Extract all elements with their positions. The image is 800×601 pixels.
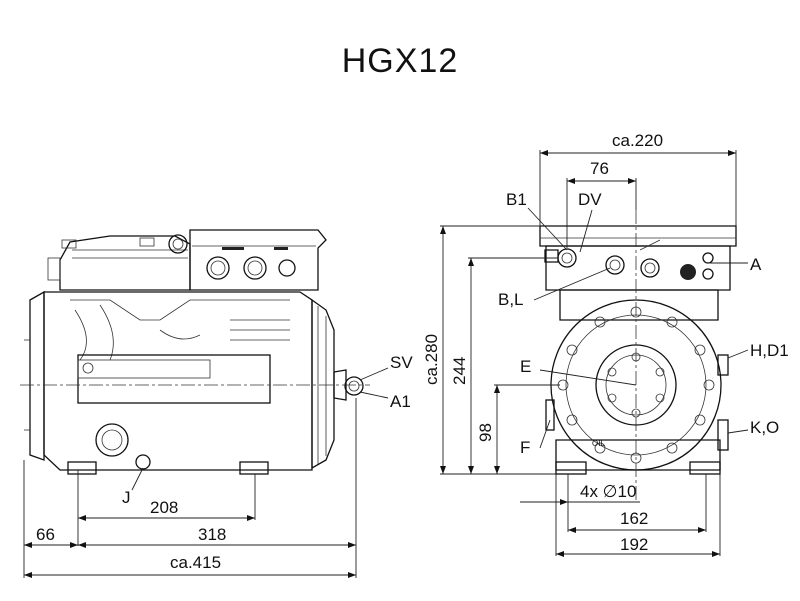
front-dimensions: [440, 150, 749, 557]
label-h-d1: H,D1: [750, 341, 789, 360]
side-view: [20, 229, 370, 475]
label-f: F: [520, 438, 530, 457]
dim-244: 244: [450, 357, 469, 385]
oil-label: OIL: [592, 439, 605, 448]
dim-220: ca.220: [612, 131, 663, 150]
dim-76: 76: [590, 159, 609, 178]
label-sv: SV: [390, 353, 413, 372]
dim-318: 318: [198, 525, 226, 544]
dim-66: 66: [36, 525, 55, 544]
dim-192: 192: [620, 535, 648, 554]
label-e: E: [520, 357, 531, 376]
label-dv: DV: [578, 190, 602, 209]
labels: SV A1 J 208 66 318 ca.415 ca.220 76 B1 D…: [36, 131, 789, 572]
dim-162: 162: [620, 509, 648, 528]
dim-415: ca.415: [170, 553, 221, 572]
dim-98: 98: [476, 423, 495, 442]
front-view: OIL: [539, 210, 737, 500]
label-b1: B1: [506, 190, 527, 209]
label-a: A: [750, 255, 762, 274]
dim-208: 208: [150, 498, 178, 517]
dim-holes: 4x ∅10: [580, 482, 636, 501]
label-j: J: [122, 488, 131, 507]
label-a1: A1: [390, 392, 411, 411]
side-dimensions: [23, 367, 389, 578]
dim-280: ca.280: [422, 334, 441, 385]
drawing-title: HGX12: [341, 42, 459, 80]
label-bl: B,L: [498, 290, 524, 309]
label-k-o: K,O: [750, 418, 779, 437]
